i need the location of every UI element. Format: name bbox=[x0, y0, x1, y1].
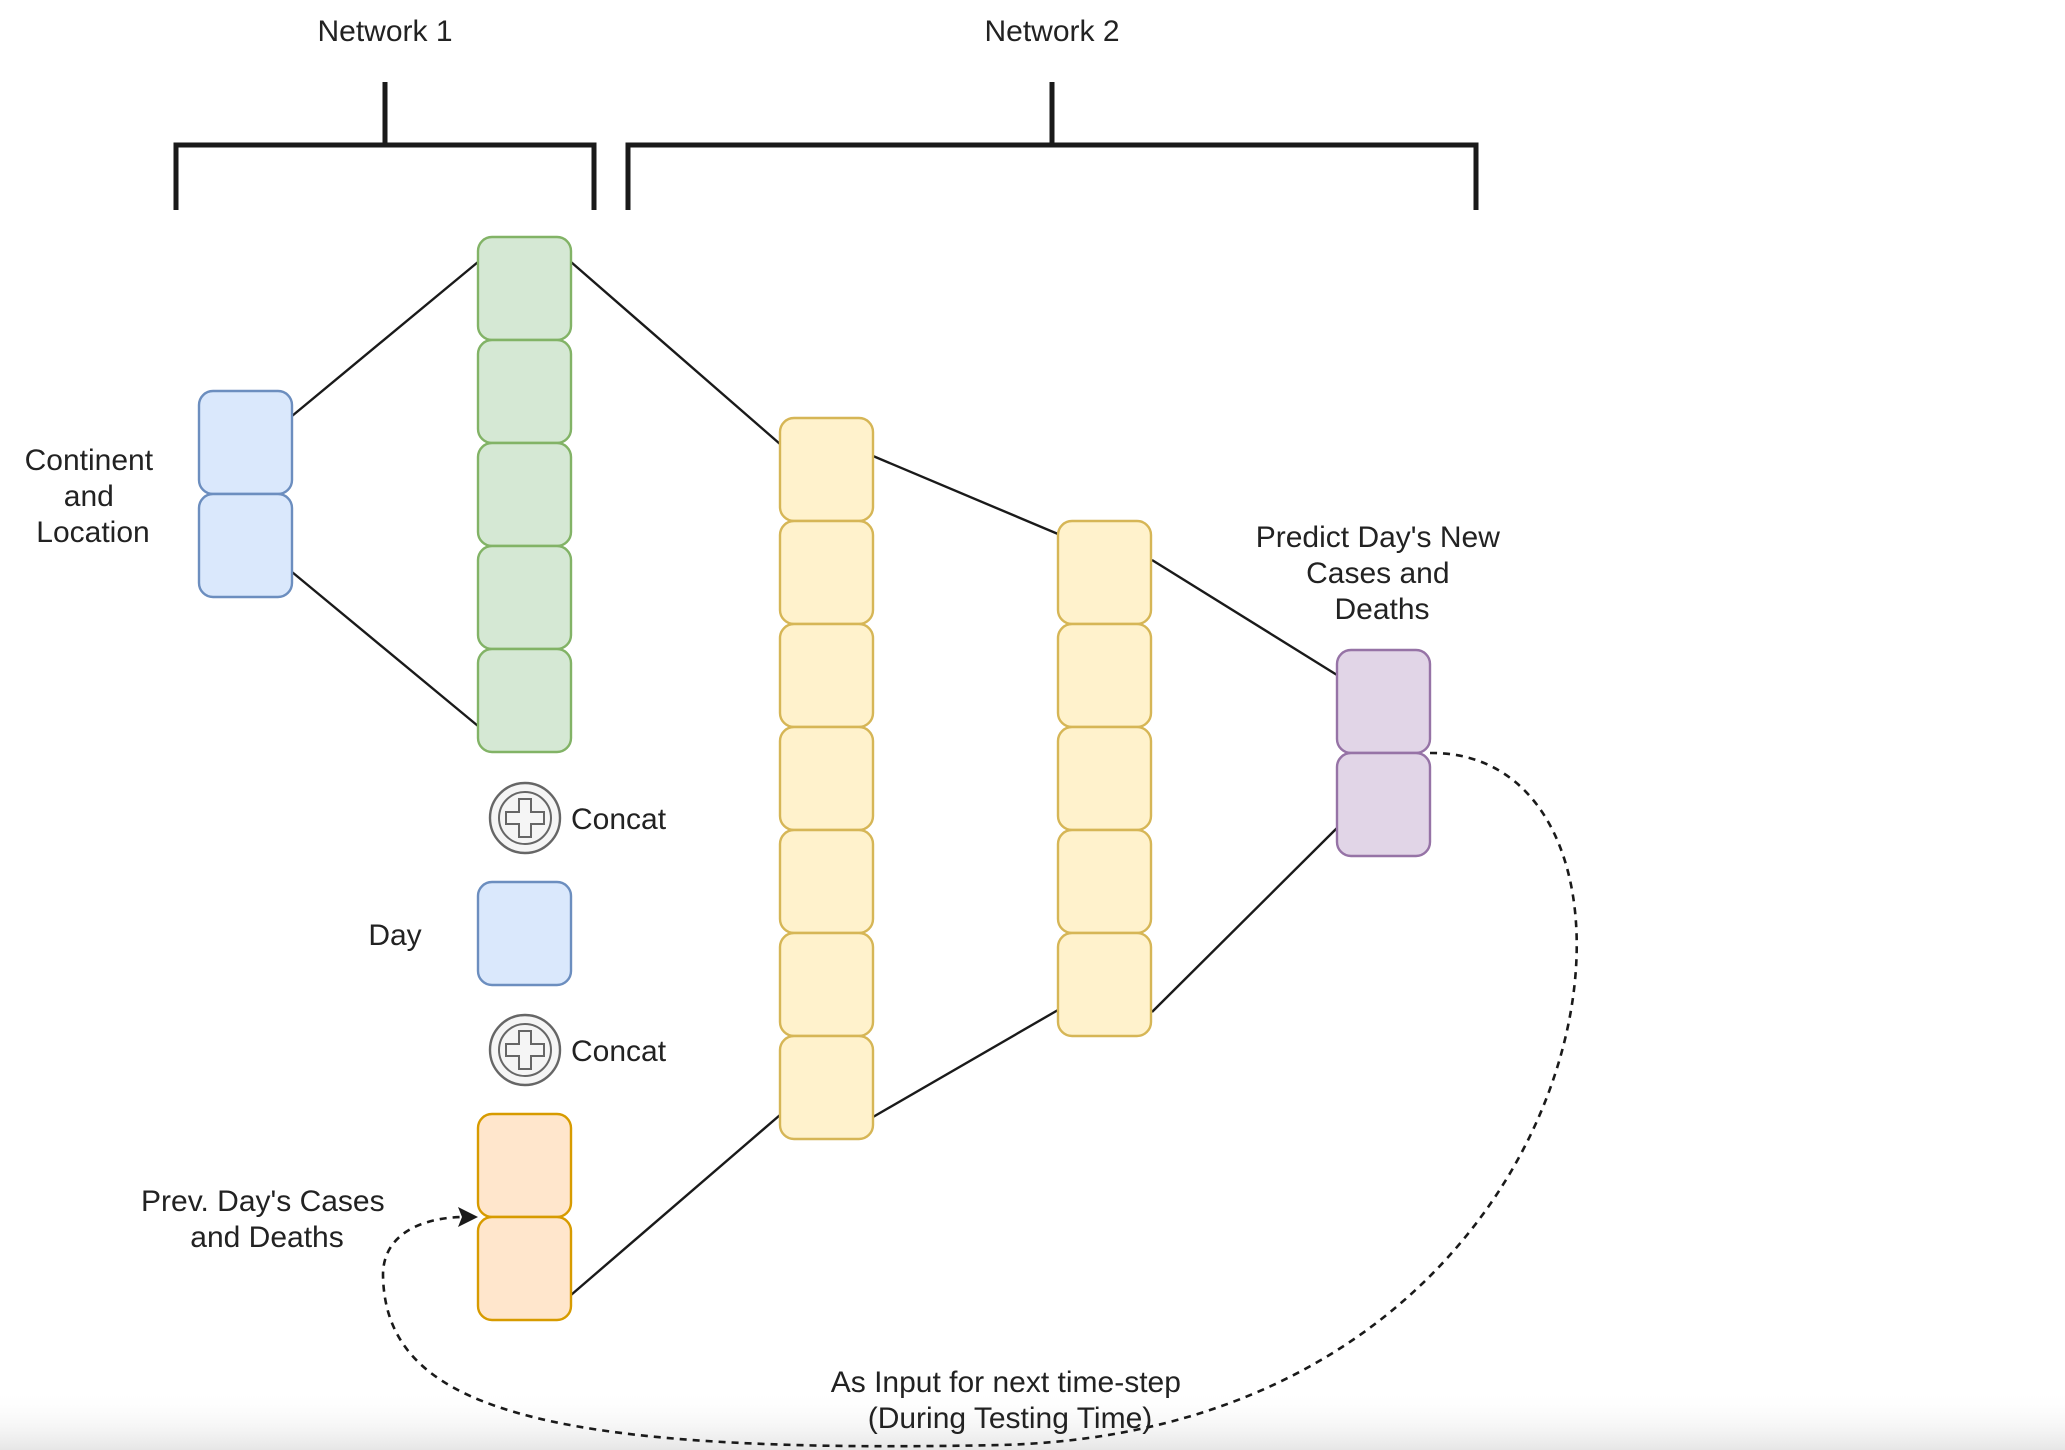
feedback-arrow bbox=[381, 751, 1579, 1448]
connection-line bbox=[291, 571, 479, 727]
neuron-unit bbox=[778, 1034, 875, 1141]
continent-location-label: Continent and Location bbox=[25, 444, 162, 549]
network-1-label: Network 1 bbox=[317, 15, 452, 48]
concat-bottom: Concat bbox=[488, 1013, 667, 1087]
neuron-unit bbox=[197, 492, 294, 599]
feedback-label: As Input for next time-step (During Test… bbox=[831, 1366, 1190, 1435]
network-1-bracket bbox=[173, 82, 597, 210]
neuron-unit bbox=[778, 931, 875, 1038]
neuron-unit bbox=[778, 725, 875, 832]
neuron-unit bbox=[476, 235, 573, 342]
concat-label: Concat bbox=[571, 803, 667, 836]
connection-line bbox=[1151, 827, 1338, 1013]
neuron-unit bbox=[778, 416, 875, 523]
concat-top: Concat bbox=[488, 781, 667, 855]
output-layer bbox=[1335, 648, 1432, 858]
plus-circle-icon bbox=[488, 781, 562, 855]
neuron-unit bbox=[476, 1112, 573, 1219]
connection-line bbox=[872, 1008, 1059, 1119]
neuron-unit bbox=[1335, 648, 1432, 755]
neuron-unit bbox=[476, 441, 573, 548]
connection-line bbox=[570, 261, 781, 445]
neuron-unit bbox=[476, 338, 573, 445]
connection-line bbox=[570, 1114, 781, 1296]
network-2-label: Network 2 bbox=[984, 15, 1119, 48]
neuron-unit bbox=[778, 828, 875, 935]
neuron-unit bbox=[476, 880, 573, 987]
bottom-fade bbox=[0, 1390, 2065, 1450]
network-2-bracket bbox=[625, 82, 1479, 210]
connection-line bbox=[1151, 558, 1338, 677]
neuron-unit bbox=[778, 622, 875, 729]
neuron-unit bbox=[1056, 622, 1153, 729]
neuron-unit bbox=[1056, 519, 1153, 626]
neuron-unit bbox=[1056, 725, 1153, 832]
connection-line bbox=[872, 454, 1059, 536]
connection-line bbox=[291, 261, 479, 417]
plus-circle-icon bbox=[488, 1013, 562, 1087]
neuron-unit bbox=[1056, 931, 1153, 1038]
hidden-layer-1 bbox=[778, 416, 875, 1141]
embedding-layer bbox=[476, 235, 573, 754]
neuron-unit bbox=[778, 519, 875, 626]
prev-day-layer bbox=[476, 1112, 573, 1322]
continent-location-layer bbox=[197, 389, 294, 599]
neuron-unit bbox=[1056, 828, 1153, 935]
neuron-unit bbox=[476, 647, 573, 754]
predict-label: Predict Day's New Cases and Deaths bbox=[1256, 521, 1508, 626]
neuron-unit bbox=[476, 544, 573, 651]
hidden-layer-2 bbox=[1056, 519, 1153, 1038]
prev-day-label: Prev. Day's Cases and Deaths bbox=[141, 1185, 393, 1254]
day-layer bbox=[476, 880, 573, 987]
neuron-unit bbox=[1335, 751, 1432, 858]
neuron-unit bbox=[197, 389, 294, 496]
arrowhead-icon bbox=[458, 1207, 478, 1227]
connections bbox=[291, 261, 1338, 1296]
neuron-unit bbox=[476, 1215, 573, 1322]
concat-label: Concat bbox=[571, 1035, 667, 1068]
day-label: Day bbox=[368, 919, 421, 952]
